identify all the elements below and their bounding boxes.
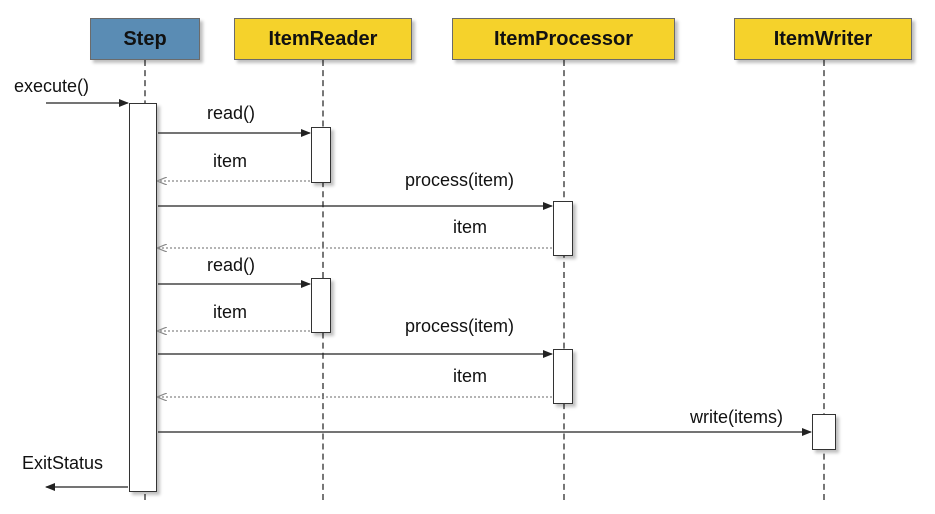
itemprocessor-activation-1 xyxy=(553,201,573,256)
participant-itemwriter: ItemWriter xyxy=(734,18,912,60)
itemreader-activation-1 xyxy=(311,127,331,183)
step-activation xyxy=(129,103,157,492)
participant-itemreader: ItemReader xyxy=(234,18,412,60)
label-item-3: item xyxy=(213,302,248,322)
itemwriter-lifeline xyxy=(823,60,825,500)
label-process-1: process(item) xyxy=(405,170,515,190)
label-read-2: read() xyxy=(207,255,256,275)
label-item-4: item xyxy=(453,366,488,386)
label-write: write(items) xyxy=(690,407,783,427)
itemprocessor-activation-2 xyxy=(553,349,573,404)
label-process-2: process(item) xyxy=(405,316,515,336)
label-item-1: item xyxy=(213,151,248,171)
itemprocessor-lifeline xyxy=(563,60,565,500)
label-read-1: read() xyxy=(207,103,256,123)
participant-step: Step xyxy=(90,18,200,60)
label-execute: execute() xyxy=(14,76,90,96)
itemwriter-activation xyxy=(812,414,836,450)
participant-itemprocessor: ItemProcessor xyxy=(452,18,675,60)
label-exit-status: ExitStatus xyxy=(22,453,104,473)
itemreader-activation-2 xyxy=(311,278,331,333)
label-item-2: item xyxy=(453,217,488,237)
